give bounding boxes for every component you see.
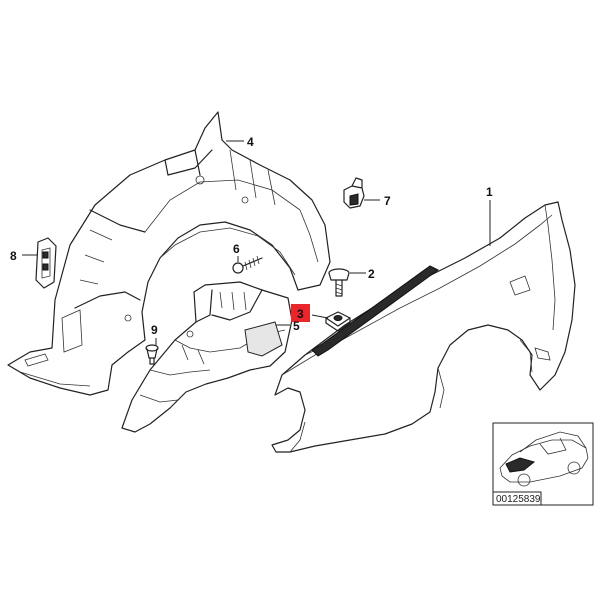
callout-1: 1: [486, 185, 493, 199]
callout-3: 3: [297, 307, 304, 321]
callout-4: 4: [247, 135, 254, 149]
callout-5: 5: [293, 319, 300, 333]
callout-6: 6: [233, 242, 240, 256]
callout-labels: 1 2 3 4 5 6 7 8 9: [10, 135, 493, 337]
part-1-fender[interactable]: [271, 201, 576, 453]
part-8-bracket[interactable]: [35, 237, 57, 289]
part-3-clip-nut[interactable]: [325, 311, 351, 332]
callout-9: 9: [151, 323, 158, 337]
part-9-rivet[interactable]: [145, 344, 159, 365]
part-5-cover[interactable]: [121, 281, 293, 433]
leader-lines: [22, 140, 491, 346]
catalog-number: 00125839: [496, 494, 541, 505]
callout-7: 7: [384, 194, 391, 208]
part-7-push-clip[interactable]: [343, 177, 365, 209]
part-6-screw[interactable]: [232, 255, 263, 274]
part-2-bolt[interactable]: [328, 268, 350, 297]
callout-2: 2: [368, 267, 375, 281]
callout-3-highlight: [291, 304, 310, 322]
part-4-wheel-arch-liner[interactable]: [7, 111, 331, 396]
car-thumbnail: 00125839: [492, 422, 594, 506]
callout-8: 8: [10, 249, 17, 263]
